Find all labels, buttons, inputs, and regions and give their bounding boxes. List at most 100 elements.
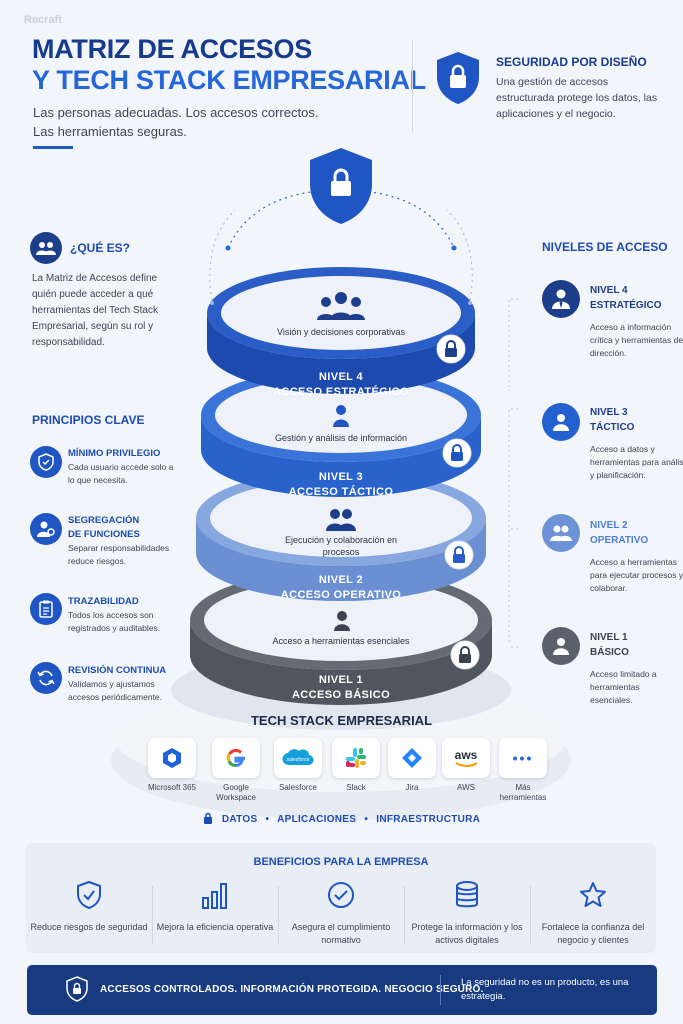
ring-3-band	[201, 415, 481, 497]
benefit-4: Protege la información y los activos dig…	[398, 880, 536, 947]
page-subtitle: Las personas adecuadas. Los accesos corr…	[33, 105, 319, 139]
level-4-title: NIVEL 4 ESTRATÉGICO	[590, 285, 662, 311]
levels-title: NIVELES DE ACCESO	[542, 240, 668, 254]
benefit-divider	[530, 886, 531, 944]
ring-2-description: Ejecución y colaboración en procesos	[284, 535, 398, 557]
benefit-3: Asegura el cumplimiento normativo	[278, 880, 404, 947]
benefit-divider	[278, 886, 279, 944]
principle-3-title: TRAZABILIDAD	[68, 596, 139, 607]
title-underline	[33, 146, 73, 149]
title-line-2: Y TECH STACK EMPRESARIAL	[32, 65, 426, 95]
ring-4-description: Visión y decisiones corporativas	[277, 327, 405, 337]
level-1-icon	[542, 627, 580, 665]
benefit-divider	[404, 886, 405, 944]
lock-badge-ring-4	[436, 334, 466, 364]
tech-stack-title: TECH STACK EMPRESARIAL	[250, 713, 433, 728]
level-1-title: NIVEL 1 BÁSICO	[590, 632, 629, 658]
svg-text:aws: aws	[455, 748, 478, 762]
header-divider	[412, 40, 413, 132]
security-text: Una gestión de accesos estructurada prot…	[496, 76, 658, 120]
ring-1-band	[190, 620, 492, 705]
tool-aws: aws AWS	[440, 738, 492, 793]
database-icon	[456, 881, 478, 908]
shield-lock-icon	[66, 976, 88, 1002]
jira-logo-icon	[388, 738, 436, 778]
check-circle-icon	[328, 882, 354, 908]
principle-2-title: SEGREGACIÓN DE FUNCIONES	[68, 515, 140, 540]
title-line-1: MATRIZ DE ACCESOS	[32, 34, 312, 64]
ring-1-description: Acceso a herramientas esenciales	[272, 636, 410, 646]
team-icon-ring-4	[317, 292, 365, 320]
level-3-text: Acceso a datos y herramientas para análi…	[590, 444, 683, 480]
arc-right	[446, 209, 473, 301]
level-4-icon	[542, 280, 580, 318]
principle-2: SEGREGACIÓN DE FUNCIONES Separar respons…	[68, 514, 178, 568]
tool-more: ••• Más herramientas	[495, 738, 551, 803]
google-logo-icon	[212, 738, 260, 778]
principles-title: PRINCIPIOS CLAVE	[32, 413, 145, 427]
ring-4-band	[207, 313, 475, 394]
principle-1-title: MÍNIMO PRIVILEGIO	[68, 448, 161, 459]
svg-text:salesforce: salesforce	[287, 757, 310, 763]
tool-slack: Slack	[330, 738, 382, 793]
level-3-icon	[542, 403, 580, 441]
user-gear-icon	[30, 513, 62, 545]
what-title: ¿QUÉ ES?	[70, 241, 131, 255]
two-users-icon-ring-2	[326, 509, 356, 531]
what-text: La Matriz de Accesos define quién puede …	[32, 273, 158, 348]
level-4-item: NIVEL 4 ESTRATÉGICO Acceso a información…	[590, 283, 683, 360]
more-dots-icon: •••	[499, 738, 547, 778]
level-3-title: NIVEL 3 TÁCTICO	[590, 407, 635, 433]
benefit-2: Mejora la eficiencia operativa	[152, 880, 278, 934]
lock-badge-ring-2	[444, 540, 474, 570]
principle-1-text: Cada usuario accede solo a lo que necesi…	[68, 462, 174, 485]
principle-2-text: Separar responsabilidades reduce riesgos…	[68, 543, 170, 566]
level-2-item: NIVEL 2 OPERATIVO Acceso a herramientas …	[590, 518, 683, 595]
security-title: SEGURIDAD POR DISEÑO	[496, 55, 647, 69]
level-1-text: Acceso limitado a herramientas esenciale…	[590, 669, 657, 705]
level-1-item: NIVEL 1 BÁSICO Acceso limitado a herrami…	[590, 630, 660, 707]
microsoft-365-logo-icon	[148, 738, 196, 778]
ring-3-description: Gestión y análisis de información	[274, 433, 408, 443]
bar-chart-icon	[202, 883, 227, 909]
user-icon-ring-1	[334, 611, 350, 631]
level-2-icon	[542, 514, 580, 552]
footer-quote: La seguridad no es un producto, es una e…	[461, 977, 629, 1002]
ring-2-band	[196, 518, 486, 601]
tool-microsoft-365: Microsoft 365	[146, 738, 198, 793]
level-2-title: NIVEL 2 OPERATIVO	[590, 520, 649, 546]
level-3-item: NIVEL 3 TÁCTICO Acceso a datos y herrami…	[590, 405, 683, 482]
infra-line: DATOS • APLICACIONES • INFRAESTRUCTURA	[0, 812, 683, 827]
aws-logo-icon: aws	[442, 738, 490, 778]
shield-lock-icon	[437, 52, 479, 104]
refresh-icon	[30, 662, 62, 694]
benefits-title: BENEFICIOS PARA LA EMPRESA	[253, 856, 429, 868]
principle-3: TRAZABILIDAD Todos los accesos son regis…	[68, 595, 178, 635]
principle-4-title: REVISIÓN CONTINUA	[68, 665, 167, 676]
tool-jira: Jira	[386, 738, 438, 793]
footer-slogan: ACCESOS CONTROLADOS. INFORMACIÓN PROTEGI…	[100, 984, 484, 995]
footer-banner	[27, 965, 657, 1015]
benefit-1: Reduce riesgos de seguridad	[26, 880, 152, 934]
lock-badge-ring-3	[442, 438, 472, 468]
salesforce-logo-icon: salesforce	[274, 738, 322, 778]
tool-salesforce: salesforce Salesforce	[272, 738, 324, 793]
clipboard-icon	[30, 593, 62, 625]
star-icon	[580, 882, 606, 907]
ring-2-inner	[210, 479, 472, 557]
principle-1: MÍNIMO PRIVILEGIO Cada usuario accede so…	[68, 447, 178, 487]
lock-badge-ring-1	[450, 640, 480, 670]
principle-3-text: Todos los accesos son registrados y audi…	[68, 610, 161, 633]
group-icon	[30, 232, 62, 264]
tool-google-workspace: Google Workspace	[210, 738, 262, 803]
arc-left	[209, 209, 236, 301]
benefit-divider	[152, 886, 153, 944]
benefit-5: Fortalece la confianza del negocio y cli…	[530, 880, 656, 947]
levels-connector	[508, 298, 518, 648]
level-4-text: Acceso a información crítica y herramien…	[590, 322, 683, 358]
watermark: Recraft	[24, 14, 62, 26]
